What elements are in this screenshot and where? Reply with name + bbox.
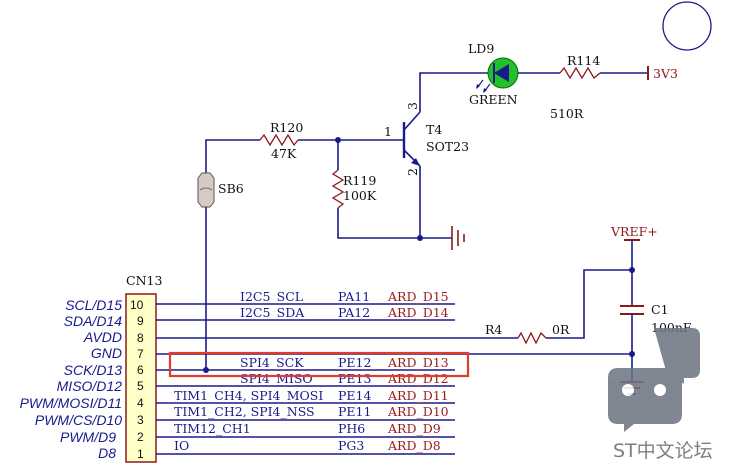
transistor-pin-collector: 3 [405,102,420,110]
wire-sb6-r120 [205,139,260,173]
pin-row-8: AVDD 8 [83,329,518,345]
pin-2-signal: TIM12_CH1 [174,421,251,436]
pin-4-arduino: ARD_D11 [387,388,449,403]
fiducial-circle [662,1,712,51]
pin-8-label: AVDD [83,329,122,345]
pin-10-label: SCL/D15 [65,297,122,313]
connector-body [125,293,157,463]
pin-9-number: 9 [137,314,144,328]
pin-4-label: PWM/MOSI/D11 [20,395,122,411]
c1-ref: C1 [651,302,669,317]
r120-value: 47K [271,146,297,161]
transistor-package: SOT23 [426,139,469,154]
capacitor-c1 [620,305,644,315]
r120-ref: R120 [270,120,303,135]
transistor-t4 [402,111,421,167]
pin-1-arduino: ARD_D8 [387,438,441,453]
pin-2-number: 2 [137,430,144,444]
transistor-pin-emitter: 2 [405,168,420,176]
led-value: GREEN [469,92,518,107]
pin-6-arduino: ARD_D13 [387,355,449,370]
pin-7-number: 7 [137,347,144,361]
wire-collector-led [419,72,488,112]
pin-4-port: PE14 [338,388,371,403]
r4-value: 0R [552,322,570,337]
pin-1-number: 1 [137,447,144,461]
pin-6-label: SCK/D13 [64,362,123,378]
resistor-r119 [331,169,345,209]
pin-2-port: PH6 [338,421,365,436]
junction-ground [417,235,423,241]
pin-1-signal: IO [174,438,189,453]
r119-ref: R119 [343,173,376,188]
pin-9-label: SDA/D14 [64,313,123,329]
pin-4-signal: TIM1_CH4, SPI4_MOSI [174,388,323,403]
pin-6-signal: SPI4_SCK [240,355,304,370]
pin-row-2: PWM/D9 2 TIM12_CH1 PH6 ARD_D9 [60,421,455,445]
r114-value: 510R [550,106,584,121]
chat-bubble-logo-icon [608,328,700,432]
pin-9-arduino: ARD_D14 [387,305,449,320]
pin-2-arduino: ARD_D9 [387,421,441,436]
power-3v3-label: 3V3 [653,66,678,81]
transistor-pin-base: 1 [384,124,392,139]
pin-row-3: PWM/CS/D10 3 TIM1_CH2, SPI4_NSS PE11 ARD… [35,404,455,428]
pin-9-signal: I2C5_SDA [240,305,305,320]
pin-3-label: PWM/CS/D10 [35,412,122,428]
pin-row-6: SCK/D13 6 SPI4_SCK PE12 ARD_D13 [64,355,455,378]
ground-symbol-top [451,226,465,250]
pin-row-5: MISO/D12 5 SPI4_MISO PE13 ARD_D12 [57,371,455,394]
pin-1-port: PG3 [338,438,364,453]
pin-9-port: PA12 [338,305,370,320]
pin-5-label: MISO/D12 [57,378,123,394]
pin-row-4: PWM/MOSI/D11 4 TIM1_CH4, SPI4_MOSI PE14 … [20,388,455,411]
pin-3-signal: TIM1_CH2, SPI4_NSS [174,404,315,419]
wire-r119-ground [337,208,452,239]
pin-6-port: PE12 [338,355,371,370]
connector-ref: CN13 [126,273,162,288]
pin-5-arduino: ARD_D12 [387,371,449,386]
r4-ref: R4 [485,322,502,337]
resistor-r4 [517,331,547,345]
pin-10-number: 10 [130,298,144,312]
pin-5-port: PE13 [338,371,371,386]
pin-3-port: PE11 [338,404,371,419]
highlight-box-sck [168,351,470,378]
pin-8-number: 8 [137,331,144,345]
solder-bridge-sb6 [197,172,215,208]
r119-value: 100K [343,188,377,203]
pin-5-signal: SPI4_MISO [240,371,313,386]
pin-10-arduino: ARD_D15 [387,289,449,304]
vref-label: VREF+ [610,224,658,239]
pin-4-number: 4 [137,396,144,410]
pin-6-number: 6 [137,363,144,377]
pin-5-number: 5 [137,379,144,393]
resistor-r114 [559,66,601,80]
pin-2-label: PWM/D9 [60,429,116,445]
sb6-ref: SB6 [218,181,244,196]
r114-ref: R114 [567,53,600,68]
pin-3-arduino: ARD_D10 [387,404,449,419]
pin-3-number: 3 [137,413,144,427]
pin-row-10: SCL/D15 10 I2C5_SCL PA11 ARD_D15 [65,289,455,313]
transistor-ref: T4 [426,122,442,137]
led-ref: LD9 [468,41,494,56]
pin-row-9: SDA/D14 9 I2C5_SDA PA12 ARD_D14 [64,305,455,329]
pin-row-1: D8 1 IO PG3 ARD_D8 [98,438,455,461]
resistor-r120 [259,133,299,147]
pin-7-label: GND [91,345,122,361]
led-ld9 [476,57,519,93]
wire-vref-r4 [546,269,632,339]
watermark-text: ST中文论坛 [613,440,713,462]
pin-10-signal: I2C5_SCL [240,289,303,304]
pin-1-label: D8 [98,445,116,461]
pin-10-port: PA11 [338,289,370,304]
